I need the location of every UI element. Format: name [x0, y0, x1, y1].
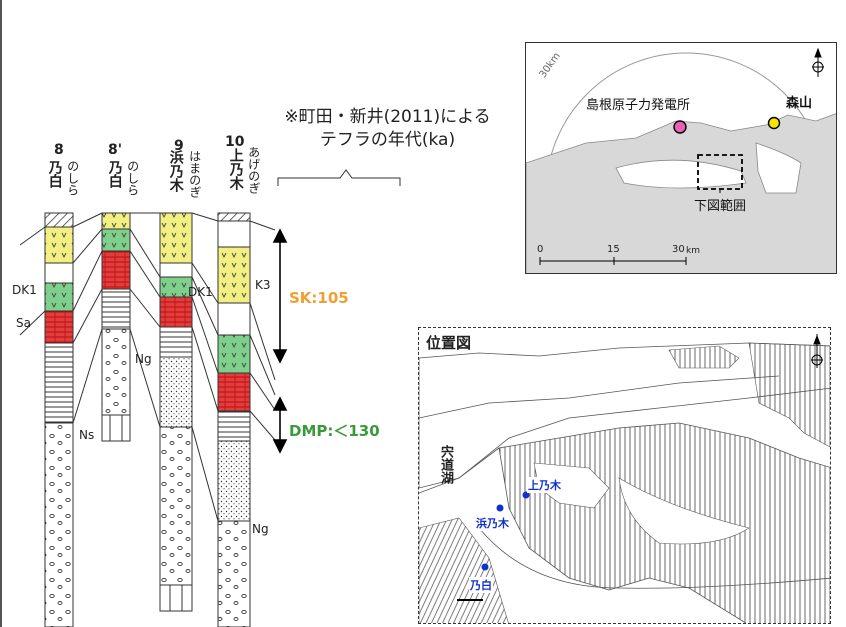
column-name-9: 浜乃木 — [167, 150, 184, 192]
site-label-noshira: 乃白 — [469, 577, 493, 593]
unit-label-ns: Ns — [79, 428, 95, 442]
moriyama-label: 森山 — [786, 96, 813, 111]
scale-0: 0 — [537, 244, 544, 255]
correlation-lines — [19, 212, 276, 522]
scale-30: 30 — [672, 244, 685, 255]
left-frame-line — [0, 0, 2, 627]
tephra-age-note-line2: テフラの年代(ka) — [319, 129, 456, 150]
area-label: 下図範囲 — [694, 199, 747, 214]
column-kana-9: はまのぎ — [187, 150, 202, 198]
site-label-aganogi: 上乃木 — [527, 477, 562, 493]
site-label-hamanogi: 浜乃木 — [475, 515, 510, 531]
tephra-age-note-line1: ※町田・新井(2011)による — [284, 107, 491, 127]
unit-label-ng-a: Ng — [135, 352, 152, 366]
column-kana-8: のしら — [65, 160, 80, 196]
sk-age-label: SK:105 — [289, 289, 349, 307]
column-10 — [217, 212, 251, 627]
tephra-age-note: ※町田・新井(2011)による テフラの年代(ka) — [265, 106, 510, 152]
overview-map-graphic — [526, 43, 836, 273]
column-number-9: 9 — [174, 138, 184, 154]
unit-label-dk1-left: DK1 — [12, 283, 37, 297]
column-name-8: 乃白 — [46, 160, 63, 188]
column-number-8prime: 8' — [108, 142, 123, 158]
unit-label-ng-b: Ng — [252, 522, 269, 536]
age-arrows — [272, 228, 288, 454]
location-map-title: 位置図 — [423, 332, 475, 353]
column-kana-10: あげのぎ — [246, 146, 261, 194]
unit-label-sa: Sa — [16, 316, 31, 330]
column-number-8: 8 — [54, 142, 64, 158]
location-map-graphic — [419, 328, 830, 623]
column-name-10: 上乃木 — [227, 148, 244, 190]
scale-15: 15 — [607, 244, 620, 255]
column-kana-8prime: のしら — [125, 160, 140, 196]
unit-label-k3: K3 — [255, 278, 271, 292]
plant-label: 島根原子力発電所 — [586, 98, 691, 113]
column-name-8prime: 乃白 — [106, 160, 123, 188]
brace-line — [277, 169, 401, 186]
scale-unit: km — [686, 246, 700, 256]
overview-map — [525, 42, 837, 274]
location-map — [418, 327, 831, 624]
dmp-age-label: DMP:＜130 — [289, 422, 380, 440]
column-8prime — [101, 212, 131, 442]
column-number-10: 10 — [225, 134, 245, 150]
column-8 — [44, 212, 74, 627]
column-9 — [159, 212, 193, 612]
unit-label-dk1-right: DK1 — [188, 285, 213, 299]
lake-label: 宍道湖 — [438, 445, 453, 484]
